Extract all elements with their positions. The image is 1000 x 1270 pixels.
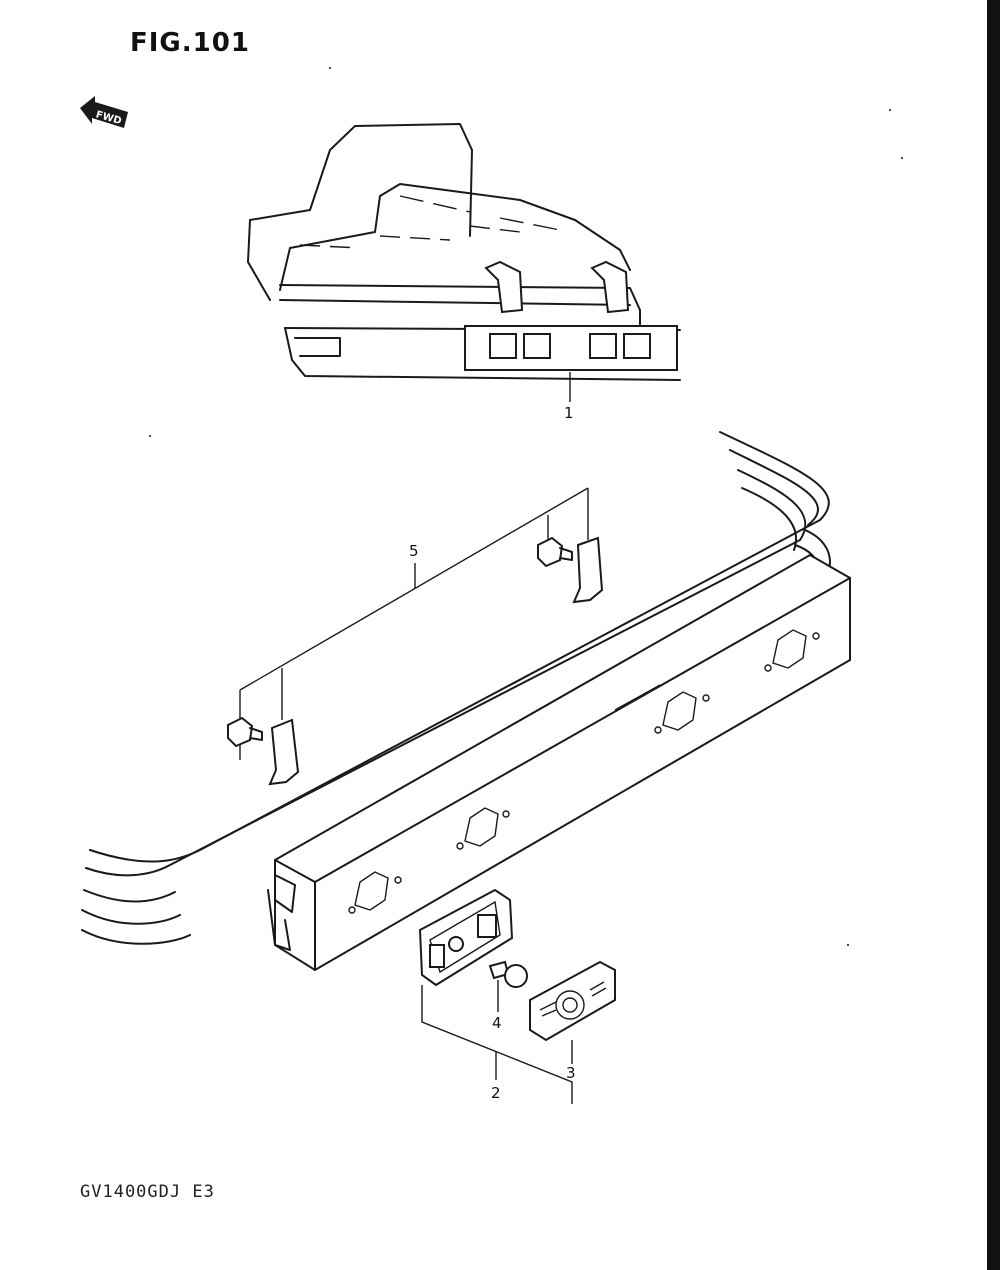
guard-rail xyxy=(81,431,831,945)
figure-title: FIG.101 xyxy=(130,28,250,58)
bulb xyxy=(488,960,528,1012)
fwd-arrow-icon: FWD xyxy=(80,96,128,128)
lamp-housing xyxy=(418,888,514,987)
callout-4: 4 xyxy=(492,1014,502,1032)
callout-2: 2 xyxy=(491,1084,501,1102)
model-code: GV1400GDJ E3 xyxy=(80,1182,215,1202)
light-bar-housing xyxy=(267,553,851,972)
callout-3: 3 xyxy=(566,1064,576,1082)
callout-1: 1 xyxy=(564,404,574,422)
trunk-assembly xyxy=(247,123,681,402)
bracket-set xyxy=(227,487,604,786)
lamp-lens xyxy=(529,960,616,1064)
page-edge-border xyxy=(987,0,1000,1270)
callout-5: 5 xyxy=(409,542,419,560)
